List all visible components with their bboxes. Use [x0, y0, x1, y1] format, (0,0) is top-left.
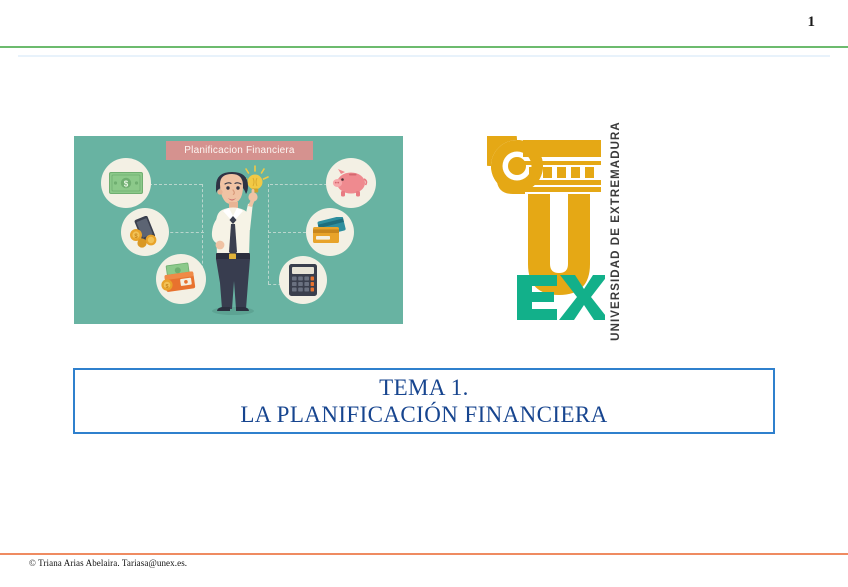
svg-text:$: $: [165, 284, 168, 290]
uex-vertical-text-wrapper: UNIVERSIDAD DE EXTREMADURA: [605, 121, 627, 341]
connector-line: [270, 184, 342, 185]
title-line-2: LA PLANIFICACIÓN FINANCIERA: [240, 402, 608, 427]
illustration-banner: Planificacion Financiera: [166, 141, 313, 160]
credit-cards-icon: [306, 208, 354, 256]
slide-header: 1: [0, 0, 848, 46]
connector-line: [268, 232, 316, 233]
uex-logo: UNIVERSIDAD DE EXTREMADURA: [465, 114, 627, 341]
uex-vertical-text: UNIVERSIDAD DE EXTREMADURA: [610, 121, 622, 341]
connector-line: [268, 184, 269, 284]
connector-line: [134, 184, 202, 185]
piggy-bank-icon: [326, 158, 376, 208]
calculator-glyph: [289, 264, 317, 296]
financial-planning-illustration: $ $: [74, 136, 403, 324]
smartphone-coins-icon: $: [121, 208, 169, 256]
svg-text:$: $: [134, 234, 138, 240]
svg-text:$: $: [124, 180, 129, 189]
banknote-icon: $: [101, 158, 151, 208]
footer-divider: [0, 553, 848, 555]
page-number: 1: [807, 14, 816, 30]
connector-line: [160, 232, 204, 233]
businessman-glyph: [211, 165, 269, 315]
smartphone-coins-glyph: $: [130, 216, 157, 248]
wallet-glyph: $: [161, 262, 196, 292]
illustration-banner-label: Planificacion Financiera: [184, 145, 295, 156]
header-divider-green: [0, 46, 848, 48]
header-divider-blue: [18, 55, 830, 57]
connector-line: [202, 184, 203, 284]
piggy-bank-glyph: [332, 169, 368, 197]
calculator-icon: [279, 256, 327, 304]
businessman-idea-figure: [198, 164, 280, 316]
credit-cards-glyph: [313, 217, 346, 243]
title-line-1: TEMA 1.: [379, 374, 469, 400]
banknote-glyph: $: [109, 172, 143, 194]
footer-credit: © Triana Arias Abelaira. Tariasa@unex.es…: [29, 558, 188, 568]
wallet-icon: $: [156, 254, 206, 304]
uex-logo-mark: [465, 114, 609, 320]
slide-title-box: TEMA 1. LA PLANIFICACIÓN FINANCIERA: [73, 368, 775, 434]
